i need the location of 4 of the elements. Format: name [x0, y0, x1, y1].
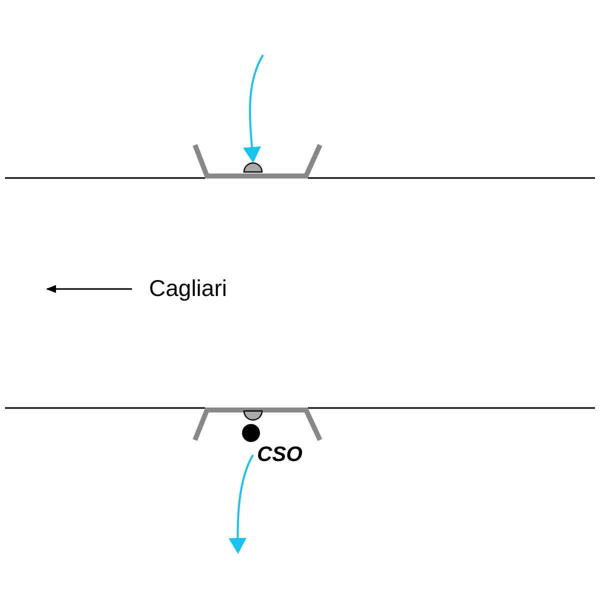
flow-arrow	[242, 54, 264, 163]
place-label: Cagliari	[149, 275, 227, 302]
overflow-label: CSO	[257, 443, 303, 467]
flow-arrow	[228, 454, 254, 554]
